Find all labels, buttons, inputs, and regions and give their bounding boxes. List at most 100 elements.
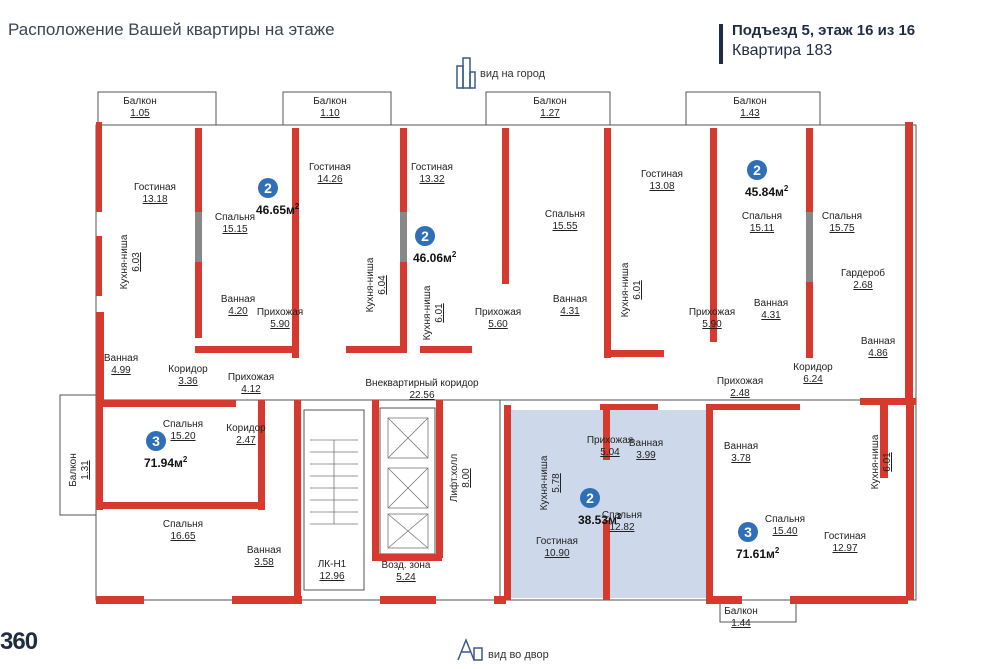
- room-area: 2.68: [853, 280, 873, 291]
- room-labels: Балкон1.05Балкон1.10Балкон1.27Балкон1.43…: [68, 96, 895, 629]
- room-area: 15.20: [170, 431, 195, 442]
- room-area: 22.56: [409, 390, 434, 401]
- room-area: 12.96: [319, 571, 344, 582]
- apartment-badge: 2 38.53м2: [578, 488, 622, 527]
- room-area: 8.00: [461, 468, 472, 488]
- room-area: 4.99: [111, 365, 131, 376]
- room-name: Спальня: [742, 211, 782, 222]
- room-name: Кухня-ниша: [119, 234, 130, 289]
- room-name: Прихожая: [717, 376, 763, 387]
- room-name: Ванная: [553, 294, 587, 305]
- room-name: Спальня: [602, 510, 642, 521]
- room-name: Ванная: [247, 545, 281, 556]
- playground-icon: [457, 637, 483, 661]
- room-area: 12.82: [609, 522, 634, 533]
- room-name: Спальня: [163, 519, 203, 530]
- apartment-area: 71.94м2: [144, 455, 188, 470]
- room-area: 5.90: [702, 319, 722, 330]
- room-area: 10.90: [544, 548, 569, 559]
- room-area: 6.01: [434, 303, 445, 323]
- room-name: Спальня: [765, 514, 805, 525]
- room-area: 5.04: [600, 447, 620, 458]
- room-name: Коридор: [226, 423, 266, 434]
- apartment-number-label: Квартира 183: [732, 42, 833, 59]
- room-name: Гостиная: [411, 162, 453, 173]
- room-count-circle: [258, 178, 278, 198]
- room-area: 2.47: [236, 435, 256, 446]
- room-name: Ванная: [221, 294, 255, 305]
- room-area: 3.99: [636, 450, 656, 461]
- room-area: 6.01: [882, 452, 893, 472]
- logo-360: 360: [0, 628, 38, 655]
- room-area: 14.26: [317, 174, 342, 185]
- room-area: 4.31: [761, 310, 781, 321]
- entrance-floor-label: Подъезд 5, этаж 16 из 16: [732, 22, 916, 39]
- room-area: 1.43: [740, 108, 760, 119]
- room-area: 13.18: [142, 194, 167, 205]
- room-area: 4.86: [868, 348, 888, 359]
- room-area: 15.40: [772, 526, 797, 537]
- apartment-badges: 246.65м2246.06м2245.84м2371.94м2238.53м2…: [144, 160, 789, 561]
- room-area: 6.04: [377, 275, 388, 295]
- room-name: Коридор: [168, 364, 208, 375]
- room-name: Лифт.холл: [448, 454, 460, 502]
- view-yard-label: вид во двор: [488, 649, 549, 661]
- page-title: Расположение Вашей квартиры на этаже: [8, 20, 335, 39]
- room-area: 5.24: [396, 572, 416, 583]
- room-area: 2.48: [730, 388, 750, 399]
- room-area: 6.24: [803, 374, 823, 385]
- room-name: Ванная: [724, 441, 758, 452]
- apartment-badge: 371.94м2: [144, 431, 188, 470]
- room-area: 1.44: [731, 618, 751, 629]
- room-area: 5.78: [551, 473, 562, 493]
- room-area: 13.32: [419, 174, 444, 185]
- room-name: Прихожая: [228, 372, 274, 383]
- room-name: Кухня-ниша: [365, 257, 376, 312]
- room-area: 3.58: [254, 557, 274, 568]
- apartment-badge: 371.61м2: [736, 522, 780, 561]
- room-count: 2: [421, 228, 429, 244]
- apartment-area: 46.06м2: [413, 250, 457, 265]
- room-area: 1.27: [540, 108, 560, 119]
- apartment-area: 38.53м2: [578, 512, 622, 527]
- room-count-circle: [415, 226, 435, 246]
- room-name: Гостиная: [536, 536, 578, 547]
- room-area: 15.75: [829, 223, 854, 234]
- room-count: 2: [586, 490, 594, 506]
- apartment-badge: 246.65м2: [256, 178, 300, 217]
- room-area: 5.60: [488, 319, 508, 330]
- room-name: Коридор: [793, 362, 833, 373]
- room-area: 15.55: [552, 221, 577, 232]
- room-name: Спальня: [545, 209, 585, 220]
- room-count: 2: [264, 180, 272, 196]
